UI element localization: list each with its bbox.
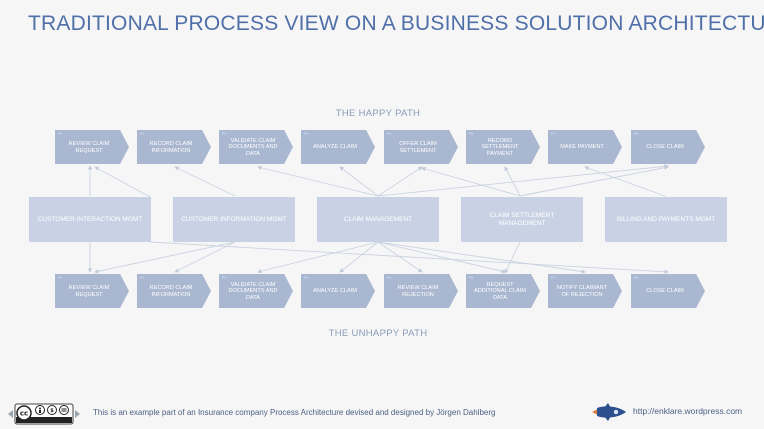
svg-text:$: $ <box>50 408 54 414</box>
capability-label: CLAIM SETTLEMENT MANAGEMENT <box>489 211 555 227</box>
step-number: P4 <box>304 276 309 280</box>
footer-url-link[interactable]: http://enklare.wordpress.com <box>633 406 743 416</box>
rocket-logo-icon <box>592 403 626 421</box>
step-number: P6 <box>469 132 474 136</box>
unhappy-step: P5 REVIEW CLAIM REJECTION <box>384 274 458 308</box>
happy-step: P5 OFFER CLAIM SETTLEMENT <box>384 130 458 164</box>
unhappy-step: P6 REQUEST ADDITIONAL CLAIM DATA <box>466 274 540 308</box>
step-label: VALIDATE CLAIM DOCUMENTS AND DATA <box>228 281 278 301</box>
step-number: P5 <box>387 132 392 136</box>
unhappy-step: P7 NOTIFY CLAIMANT OF REJECTION <box>548 274 622 308</box>
svg-text:cc: cc <box>20 410 28 418</box>
step-number: P2 <box>140 132 145 136</box>
step-label: RECORD CLAIM INFORMATION <box>149 285 193 298</box>
step-label: REVIEW CLAIM REQUEST <box>68 141 110 154</box>
step-label: VALIDATE CLAIM DOCUMENTS AND DATA <box>228 137 278 157</box>
step-number: P7 <box>551 132 556 136</box>
capability-box: CLAIM SETTLEMENT MANAGEMENT <box>461 197 583 242</box>
unhappy-step: P1 REVIEW CLAIM REQUEST <box>55 274 129 308</box>
unhappy-step: P8 CLOSE CLAIM <box>631 274 705 308</box>
step-label: REVIEW CLAIM REJECTION <box>397 285 439 298</box>
step-label: ANALYZE CLAIM <box>313 288 357 295</box>
step-number: P5 <box>387 276 392 280</box>
capability-box: CUSTOMER INFORMATION MGMT <box>173 197 295 242</box>
page-title: TRADITIONAL PROCESS VIEW ON A BUSINESS S… <box>28 12 764 35</box>
step-number: P6 <box>469 276 474 280</box>
happy-step: P6 RECORD SETTLEMENT PAYMENT <box>466 130 540 164</box>
unhappy-step: P2 RECORD CLAIM INFORMATION <box>137 274 211 308</box>
step-label: REQUEST ADDITIONAL CLAIM DATA <box>473 281 526 301</box>
step-number: P3 <box>222 276 227 280</box>
step-label: CLOSE CLAIM <box>646 288 684 295</box>
capability-box: BILLING AND PAYMENTS MGMT <box>605 197 727 242</box>
capability-label: CUSTOMER INTERACTION MGMT <box>37 215 143 223</box>
step-number: P1 <box>58 276 63 280</box>
step-label: NOTIFY CLAIMANT OF REJECTION <box>556 285 608 298</box>
capability-box: CUSTOMER INTERACTION MGMT <box>29 197 151 242</box>
happy-path-label: THE HAPPY PATH <box>335 108 421 119</box>
happy-step: P4 ANALYZE CLAIM <box>301 130 375 164</box>
footer-credit-text: This is an example part of an Insurance … <box>93 408 496 417</box>
creative-commons-logo-icon: cc $ <box>8 403 80 425</box>
step-label: RECORD CLAIM INFORMATION <box>149 141 193 154</box>
unhappy-path-label: THE UNHAPPY PATH <box>328 328 428 339</box>
capability-box: CLAIM MANAGEMENT <box>317 197 439 242</box>
happy-step: P8 CLOSE CLAIM <box>631 130 705 164</box>
step-number: P4 <box>304 132 309 136</box>
step-number: P1 <box>58 132 63 136</box>
step-label: CLOSE CLAIM <box>646 144 684 151</box>
step-number: P7 <box>551 276 556 280</box>
step-number: P8 <box>634 132 639 136</box>
happy-step: P1 REVIEW CLAIM REQUEST <box>55 130 129 164</box>
happy-step: P3 VALIDATE CLAIM DOCUMENTS AND DATA <box>219 130 293 164</box>
happy-step: P2 RECORD CLAIM INFORMATION <box>137 130 211 164</box>
capability-label: BILLING AND PAYMENTS MGMT <box>616 215 716 223</box>
step-label: RECORD SETTLEMENT PAYMENT <box>481 137 519 157</box>
step-number: P2 <box>140 276 145 280</box>
step-number: P8 <box>634 276 639 280</box>
capability-label: CUSTOMER INFORMATION MGMT <box>181 215 287 223</box>
step-label: REVIEW CLAIM REQUEST <box>68 285 110 298</box>
capability-label: CLAIM MANAGEMENT <box>343 215 413 223</box>
step-label: OFFER CLAIM SETTLEMENT <box>399 141 437 154</box>
step-label: ANALYZE CLAIM <box>313 144 357 151</box>
step-number: P3 <box>222 132 227 136</box>
happy-step: P7 MAKE PAYMENT <box>548 130 622 164</box>
unhappy-step: P4 ANALYZE CLAIM <box>301 274 375 308</box>
unhappy-step: P3 VALIDATE CLAIM DOCUMENTS AND DATA <box>219 274 293 308</box>
step-label: MAKE PAYMENT <box>560 144 604 151</box>
